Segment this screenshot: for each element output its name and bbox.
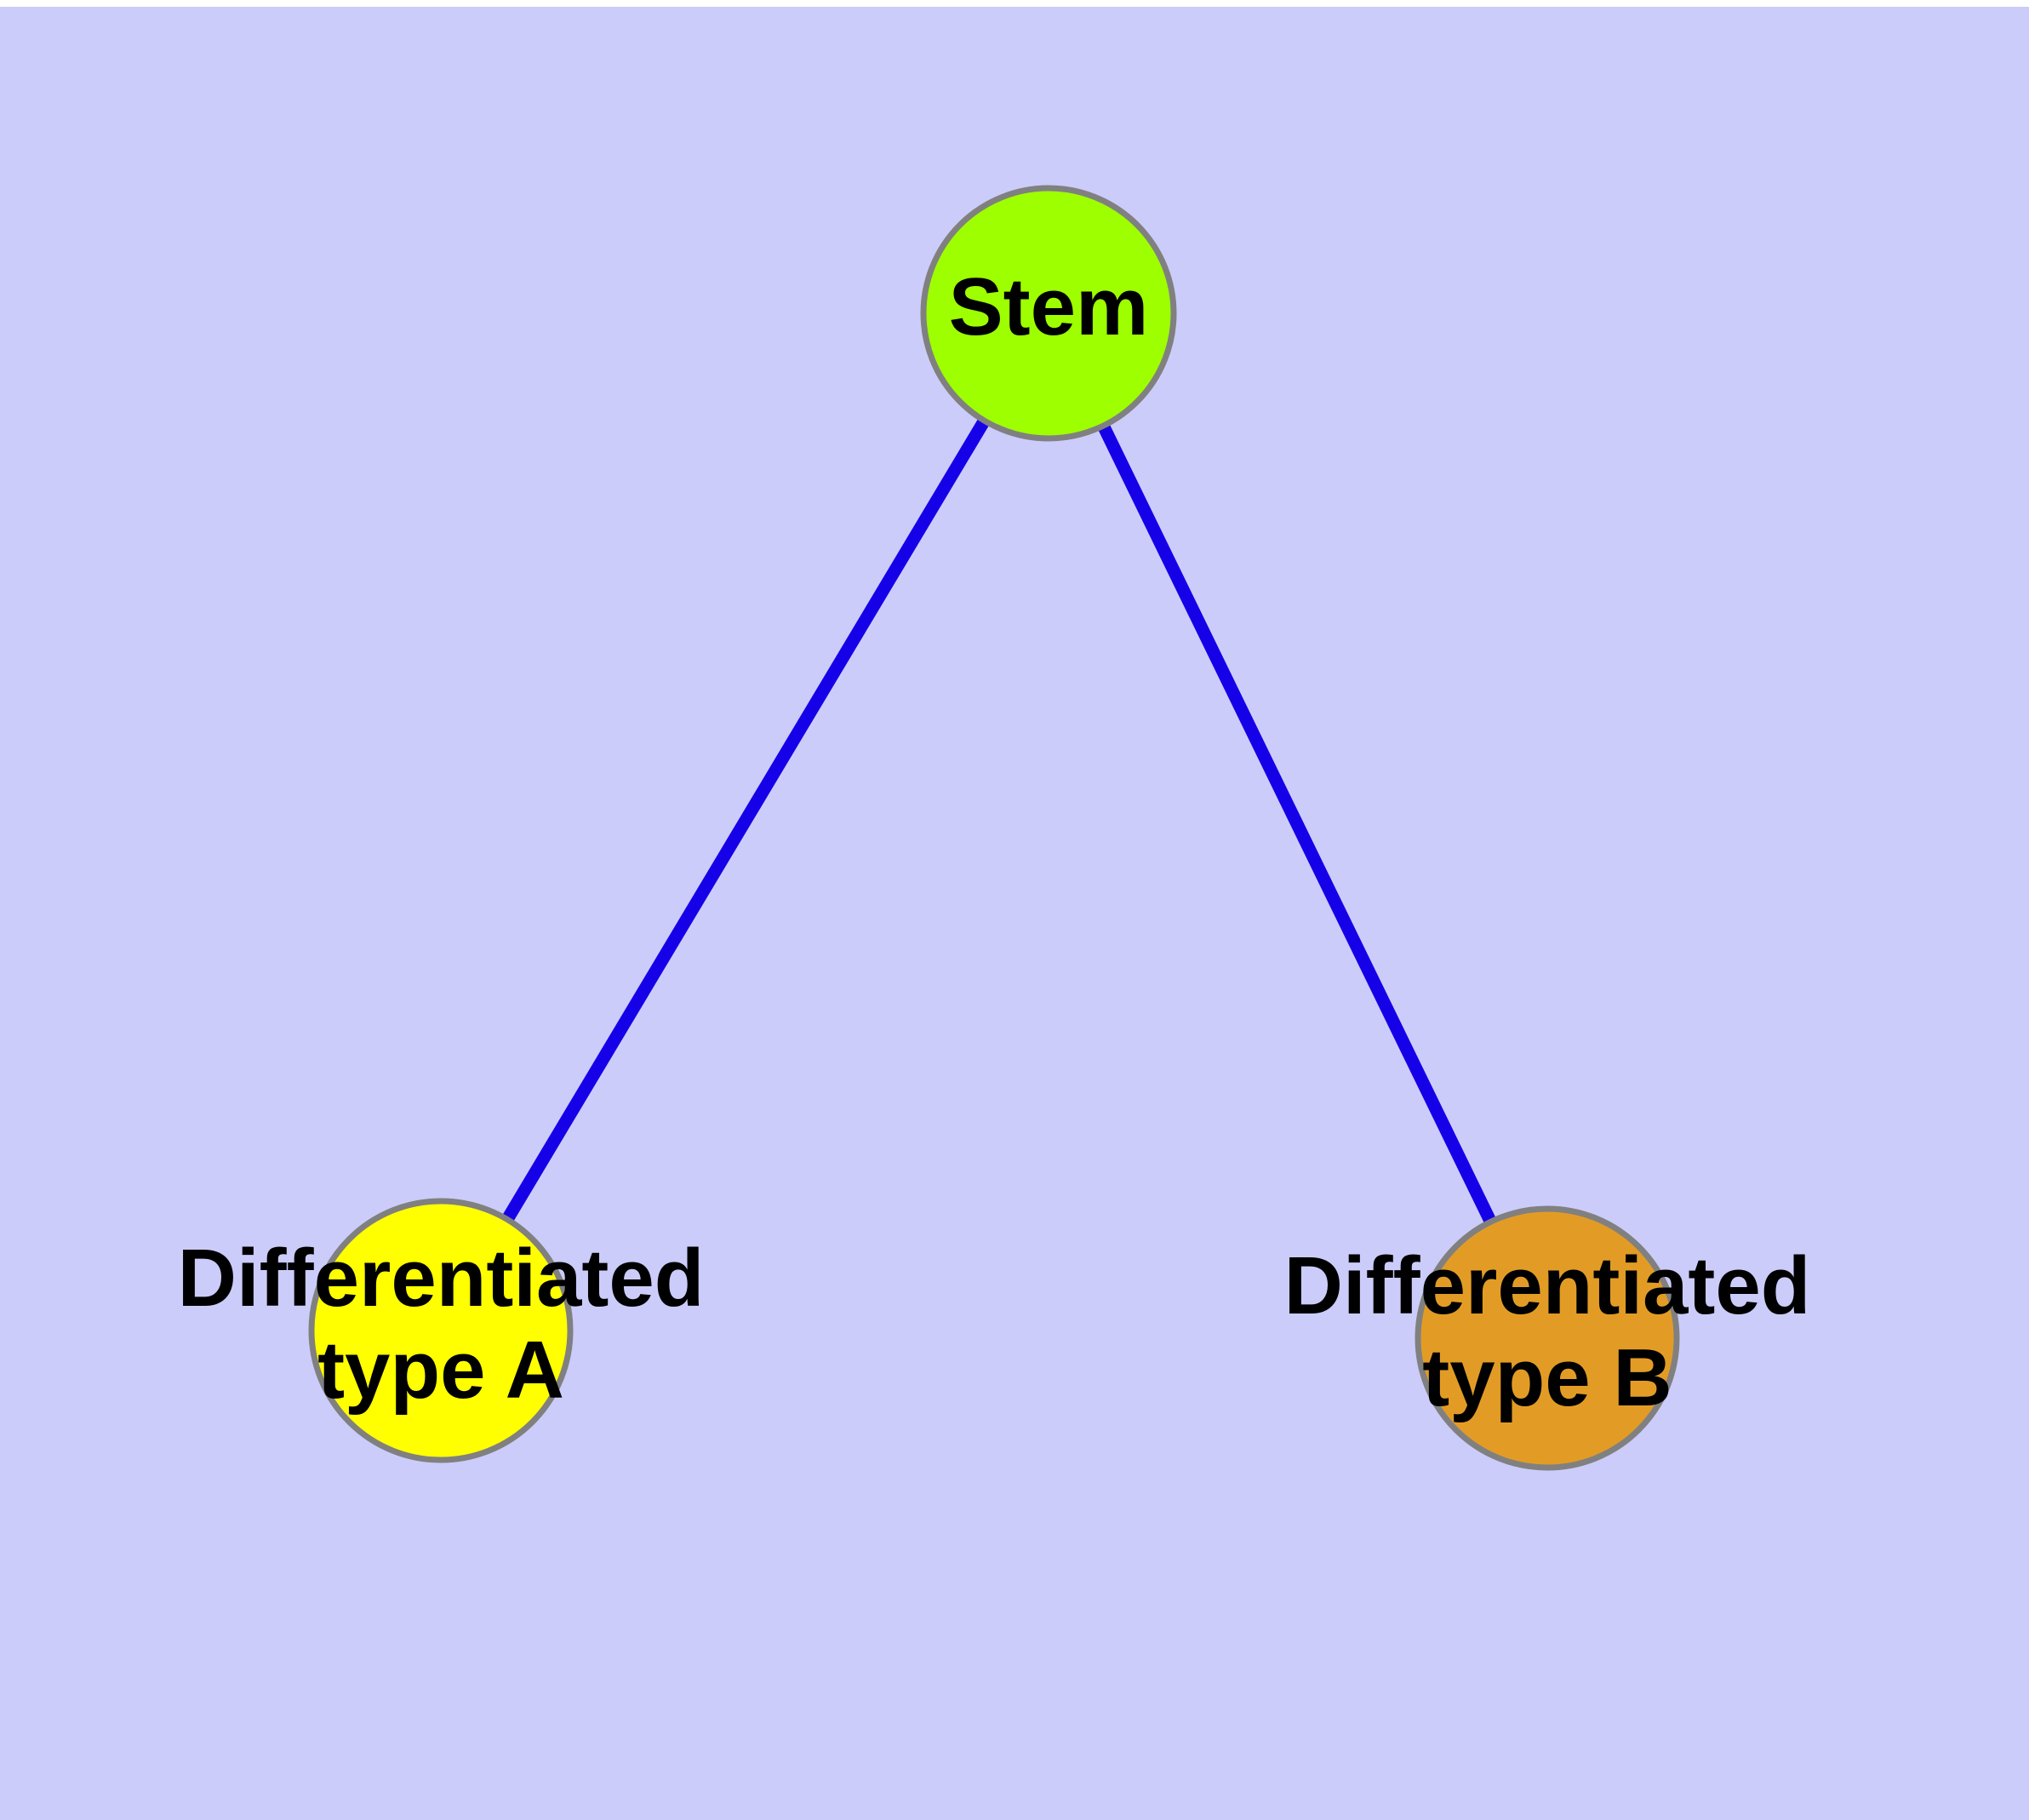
node-circle-diff_b[interactable] (1415, 1205, 1680, 1471)
node-label-line: Stem (949, 261, 1149, 352)
edges-layer (502, 419, 1496, 1223)
edge-stem-diff-a[interactable] (502, 419, 990, 1222)
node-stem[interactable]: Stem (920, 185, 1177, 442)
node-label-line: type B (1422, 1332, 1672, 1423)
node-label-line: type A (317, 1325, 564, 1416)
node-label-line: Differentiated (178, 1233, 705, 1325)
node-circle-stem[interactable] (920, 185, 1177, 442)
node-label-stem: Stem (949, 261, 1149, 352)
edge-stem-diff-b[interactable] (1098, 424, 1496, 1223)
node-label-line: Differentiated (1284, 1241, 1811, 1332)
node-circle-diff_a[interactable] (308, 1198, 574, 1463)
